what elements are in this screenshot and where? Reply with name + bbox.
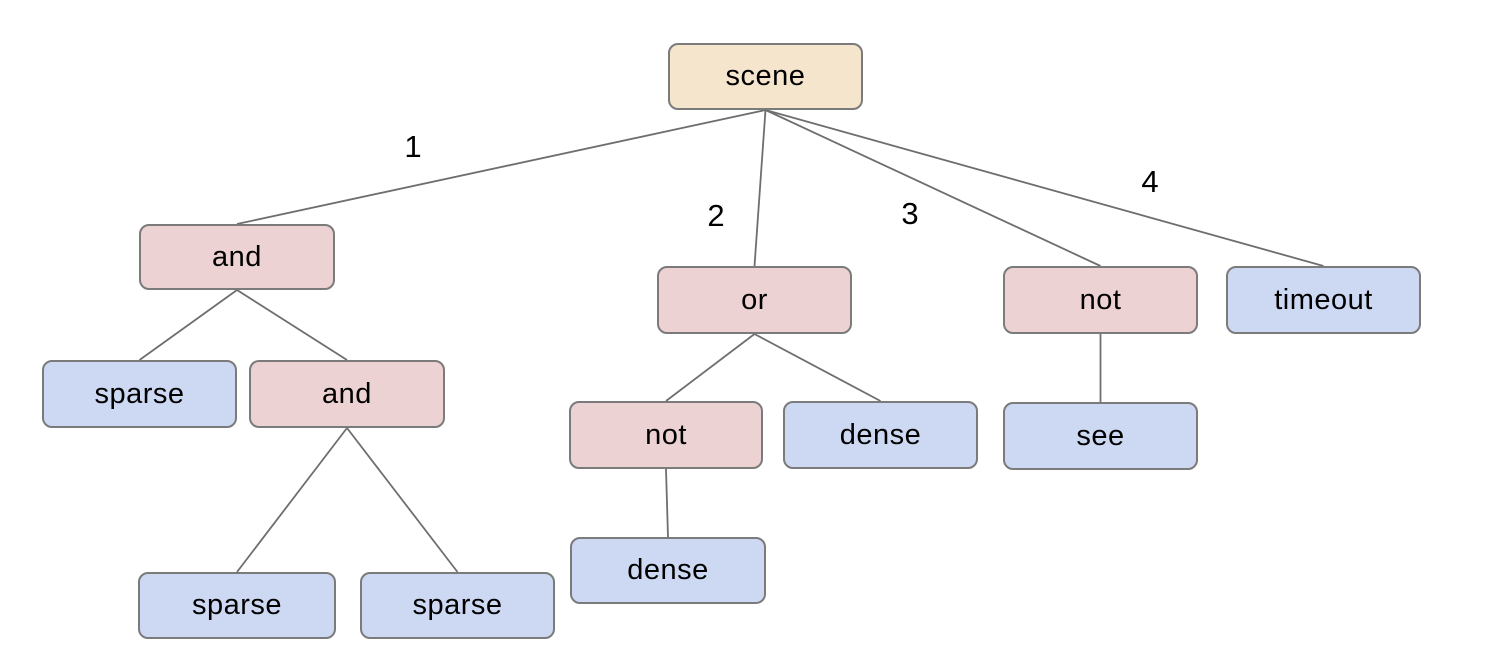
node-dense2: dense [570, 537, 766, 604]
tree-edge-scene-and1 [236, 109, 766, 225]
node-not1: not [1003, 266, 1198, 334]
node-label: not [1079, 283, 1122, 316]
node-label: not [645, 418, 687, 451]
tree-edge-or1-not2 [665, 333, 756, 402]
node-label: and [212, 240, 262, 273]
tree-edge-scene-or1 [753, 109, 767, 267]
node-label: dense [627, 554, 709, 586]
node-or1: or [657, 266, 852, 334]
tree-edge-not2-dense2 [665, 468, 669, 538]
node-sparse2: sparse [138, 572, 336, 639]
node-and2: and [249, 360, 445, 428]
node-timeout: timeout [1226, 266, 1421, 334]
edge-label-2: 2 [707, 198, 725, 233]
node-and1: and [139, 224, 335, 290]
tree-edge-and1-and2 [236, 289, 348, 361]
tree-edge-scene-timeout [765, 109, 1324, 267]
edge-label-1: 1 [404, 129, 422, 164]
node-label: scene [725, 60, 806, 92]
node-label: sparse [412, 589, 503, 621]
node-label: dense [839, 418, 922, 451]
node-scene: scene [668, 43, 863, 110]
node-label: see [1076, 419, 1125, 452]
node-label: timeout [1274, 283, 1373, 316]
tree-edge-scene-not1 [765, 109, 1101, 267]
node-see: see [1003, 402, 1198, 470]
tree-edge-and1-sparse1 [138, 289, 238, 361]
node-label: or [741, 283, 768, 316]
node-sparse1: sparse [42, 360, 237, 428]
tree-edge-and2-sparse2 [236, 427, 348, 573]
node-not2: not [569, 401, 763, 469]
tree-edge-and2-sparse3 [346, 427, 459, 573]
edge-label-3: 3 [901, 196, 919, 231]
node-label: sparse [191, 589, 283, 621]
node-sparse3: sparse [360, 572, 555, 639]
tree-edge-or1-dense1 [754, 333, 881, 402]
node-dense1: dense [783, 401, 978, 469]
edge-label-4: 4 [1141, 164, 1159, 199]
node-label: and [322, 377, 372, 410]
node-label: sparse [94, 377, 185, 410]
